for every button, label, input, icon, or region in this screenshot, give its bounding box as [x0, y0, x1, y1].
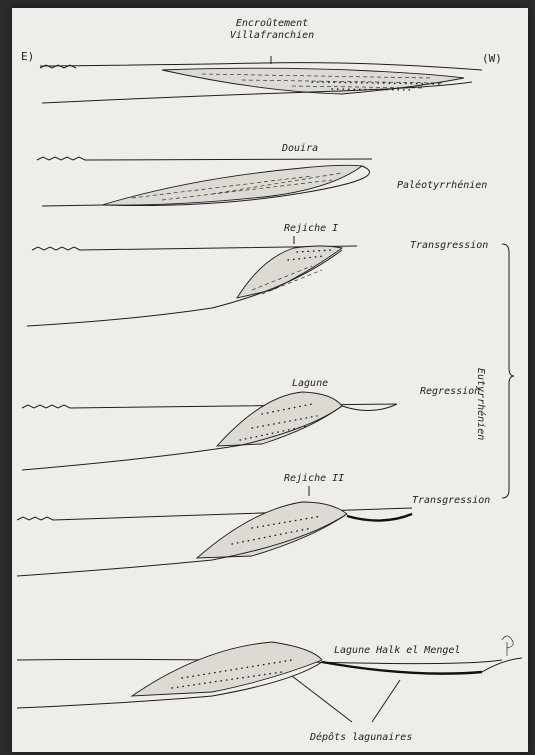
tree-icon	[502, 636, 513, 656]
panel-rejiche-1	[27, 236, 357, 326]
panel-lagune	[22, 392, 397, 470]
barrier-body-6	[132, 642, 322, 696]
sediment-body-2	[102, 165, 362, 205]
panel-encroutement	[40, 56, 482, 103]
depots-lagunaires-label: Dépôts lagunaires	[310, 732, 412, 744]
pointer-arrow-6a	[292, 676, 352, 722]
stratigraphic-diagram	[12, 8, 528, 752]
barrier-body-5	[197, 502, 347, 558]
eutyrrhenien-bracket	[502, 244, 514, 498]
douira-label: Douira	[282, 143, 318, 155]
barrier-body-4	[217, 392, 342, 446]
rejiche-2-label: Rejiche II	[284, 473, 344, 485]
lagune-halk-label: Lagune Halk el Mengel	[334, 645, 460, 657]
transgression-1-label: Transgression	[410, 240, 488, 252]
direction-left-label: E)	[21, 51, 34, 63]
sediment-body-3	[237, 246, 342, 298]
paleotyrrhenien-label: Paléotyrrhénien	[397, 180, 487, 192]
lagune-label: Lagune	[292, 378, 328, 390]
direction-right-label: (W)	[482, 53, 502, 65]
pointer-arrow-6b	[372, 680, 400, 722]
eutyrrhenien-label: Eutyrrhénien	[474, 368, 486, 440]
panel-douira	[37, 157, 372, 206]
transgression-2-label: Transgression	[412, 495, 490, 507]
scanned-page: E) (W) Encroûtement Villafranchien Douir…	[12, 8, 528, 752]
lagoon-deposit-5	[347, 514, 412, 521]
rejiche-1-label: Rejiche I	[284, 223, 338, 235]
sea-level-line-2	[37, 157, 372, 160]
panel-rejiche-2	[17, 486, 412, 576]
regression-label: Regression	[420, 386, 480, 398]
encroutement-label: Encroûtement Villafranchien	[212, 18, 332, 42]
